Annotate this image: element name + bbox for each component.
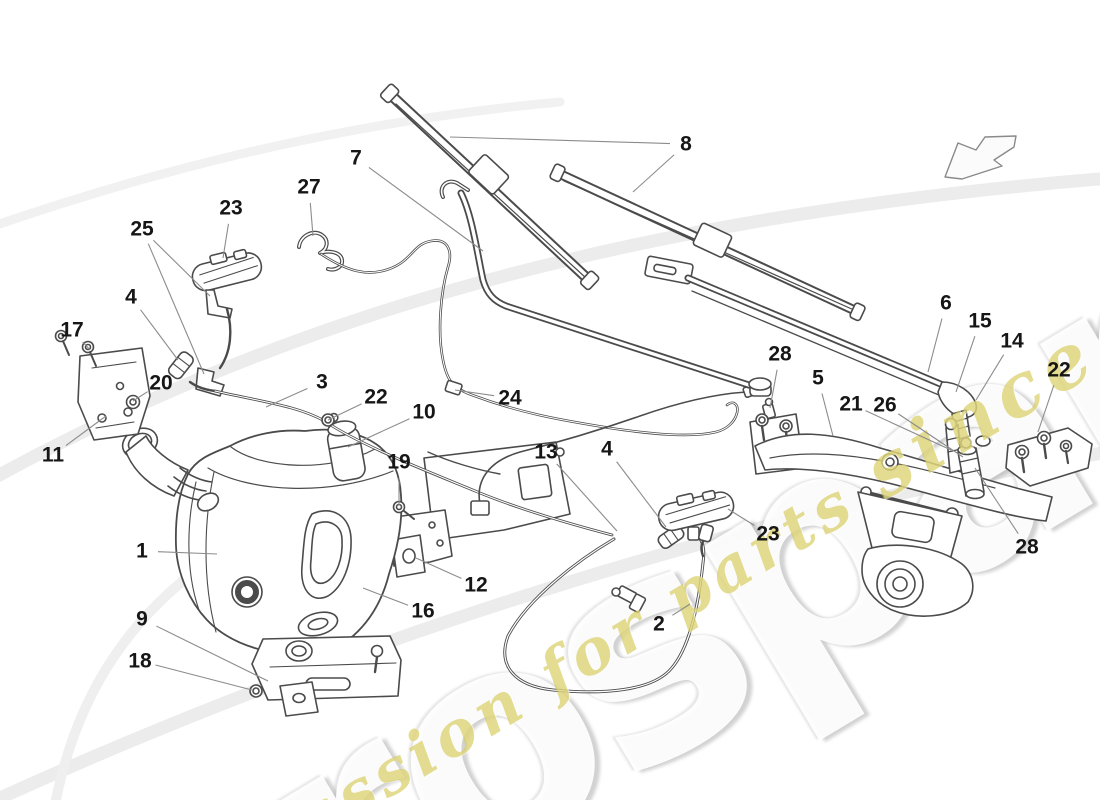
part-number-23: 23 (219, 196, 243, 220)
part-number-5: 5 (812, 366, 824, 390)
leader-line-6 (927, 318, 943, 373)
part-number-26: 26 (873, 393, 897, 417)
part-number-3: 3 (316, 370, 328, 394)
leader-line-10 (347, 418, 410, 448)
small-bracket (249, 681, 319, 717)
part-number-9: 9 (136, 607, 148, 631)
leader-line-23 (727, 508, 755, 526)
part-number-28: 28 (768, 342, 792, 366)
washer-jet-right (657, 489, 735, 543)
part-number-10: 10 (412, 400, 436, 424)
part-number-23: 23 (756, 522, 780, 546)
part-number-11: 11 (41, 443, 65, 467)
leader-line-15 (955, 335, 976, 393)
part-number-13: 13 (534, 440, 558, 464)
leader-line-17 (82, 341, 91, 351)
washer-pump (326, 412, 366, 482)
leader-line-1 (157, 551, 218, 555)
part-number-4: 4 (601, 437, 613, 461)
part-number-22: 22 (1047, 358, 1071, 382)
wiper-blade-left (379, 83, 600, 291)
part-number-2: 2 (653, 612, 665, 636)
leader-line-22 (327, 403, 362, 421)
leader-line-4 (140, 309, 179, 361)
part-number-20: 20 (149, 371, 173, 395)
part-number-15: 15 (968, 309, 992, 333)
direction-arrow-icon (944, 135, 1017, 180)
leader-line-22 (1037, 384, 1055, 433)
leader-line-24 (454, 389, 495, 397)
part-number-12: 12 (464, 573, 488, 597)
leader-line-14 (975, 354, 1005, 401)
pivot-shaft-assembly (944, 417, 991, 500)
leader-line-13 (556, 463, 618, 532)
leader-line-2 (672, 603, 691, 616)
part-number-17: 17 (60, 318, 84, 342)
tank-mount-bracket (387, 441, 571, 578)
leader-line-3 (265, 388, 308, 408)
washer-fluid-tank (174, 428, 403, 656)
part-number-24: 24 (498, 386, 522, 410)
leader-line-28 (769, 369, 778, 409)
part-number-16: 16 (411, 599, 435, 623)
part-number-21: 21 (839, 392, 863, 416)
part-number-28: 28 (1015, 535, 1039, 559)
leader-line-8 (449, 136, 671, 145)
part-number-6: 6 (940, 291, 952, 315)
leader-line-25 (147, 243, 205, 375)
tank-mounting-plate (251, 635, 402, 701)
part-number-25: 25 (130, 217, 154, 241)
leader-line-8 (632, 154, 675, 193)
leader-line-25 (153, 239, 211, 297)
leader-line-18 (155, 664, 253, 691)
leader-line-23 (222, 223, 230, 259)
wiper-motor-linkage (749, 413, 1053, 617)
wiper-arm-left (439, 179, 776, 420)
leader-line-16 (362, 587, 409, 606)
part-number-27: 27 (297, 175, 321, 199)
leader-line-5 (821, 393, 834, 437)
washer-hoses (188, 239, 739, 694)
part-number-7: 7 (350, 146, 362, 170)
wiper-blade-right (549, 163, 866, 322)
leader-line-11 (65, 415, 107, 446)
washer-jet-left (167, 248, 263, 397)
part-number-8: 8 (680, 132, 692, 156)
leader-line-27 (309, 202, 314, 237)
part-number-18: 18 (128, 649, 152, 673)
right-mount-bracket (1005, 427, 1093, 487)
part-number-14: 14 (1000, 329, 1024, 353)
leader-line-20 (132, 391, 148, 402)
leader-line-26 (898, 413, 964, 458)
part-number-19: 19 (387, 450, 411, 474)
filler-bracket (54, 329, 151, 441)
leader-line-28 (974, 467, 1019, 534)
leader-line-9 (156, 625, 269, 682)
part-number-22: 22 (364, 385, 388, 409)
wiper-arm-right (644, 255, 978, 441)
part-number-4: 4 (125, 285, 137, 309)
part-number-1: 1 (136, 539, 148, 563)
leader-line-7 (368, 167, 484, 252)
leader-line-4 (616, 461, 667, 528)
leader-line-12 (415, 557, 462, 579)
leader-line-21 (865, 410, 952, 451)
